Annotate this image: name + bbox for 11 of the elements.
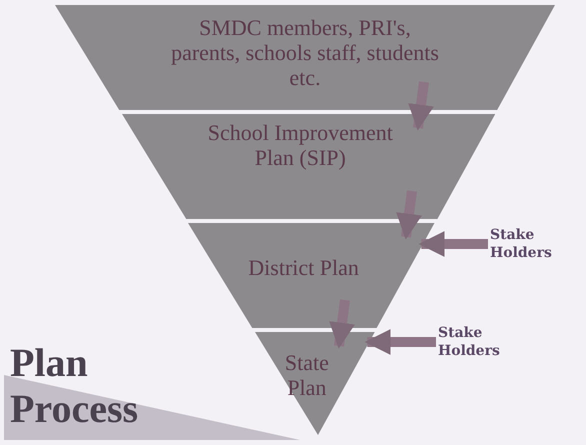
block-arrow (418, 231, 488, 257)
band-text: State Plan (284, 350, 330, 400)
band-text: District Plan (247, 255, 360, 280)
block-arrow (408, 81, 434, 131)
band-text: School Improvement Plan (SIP) (206, 120, 394, 170)
side-label: Stake Holders (490, 226, 560, 262)
title: Plan Process (10, 340, 140, 432)
band-text: SMDC members, PRI's, parents, schools staff, students etc. (170, 15, 440, 90)
block-arrow (329, 299, 355, 349)
side-label: Stake Holders (438, 324, 508, 360)
block-arrow (364, 329, 436, 355)
